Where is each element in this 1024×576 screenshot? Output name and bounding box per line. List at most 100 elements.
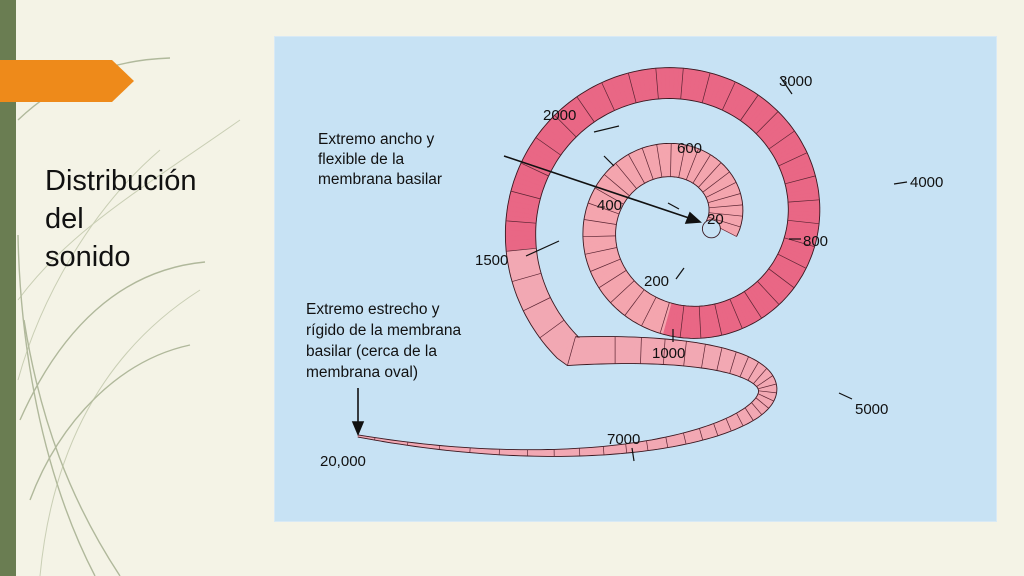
segment-tick [755, 111, 779, 134]
segment-tick [602, 446, 605, 455]
spiral-band-segment [533, 449, 542, 457]
segment-tick [707, 216, 741, 228]
segment-tick [757, 393, 774, 402]
segment-tick [778, 152, 808, 167]
pointer-line [667, 202, 680, 210]
pointer-line [675, 267, 685, 280]
wide-end-arrowhead [684, 211, 702, 224]
freq-label-3000: 3000 [779, 73, 812, 90]
spiral-band-segment [520, 449, 528, 457]
freq-label-2000: 2000 [543, 107, 576, 124]
spiral-band-segment [527, 449, 535, 457]
segment-tick [506, 247, 537, 252]
segment-tick [576, 96, 595, 123]
segment-tick [567, 336, 576, 366]
spiral-apex [701, 219, 721, 239]
segment-tick [721, 81, 736, 111]
segment-tick [505, 220, 537, 224]
freq-label-4000: 4000 [910, 174, 943, 191]
spiral-band-segment [621, 336, 629, 364]
segment-tick [744, 291, 762, 319]
segment-tick [708, 212, 743, 217]
segment-tick [646, 440, 649, 451]
segment-tick [702, 171, 730, 193]
segment-tick [627, 72, 637, 103]
spiral-band-segment [566, 448, 574, 457]
segment-tick [699, 428, 704, 441]
segment-tick [554, 114, 577, 138]
segment-tick [755, 397, 769, 409]
basilar-membrane-segments [374, 68, 820, 457]
pointer-line [593, 125, 620, 133]
cochlea-diagram-panel: Extremo ancho y flexible de la membrana … [274, 36, 997, 522]
segment-tick [520, 162, 549, 177]
segment-tick [601, 82, 615, 111]
spiral-band-segment [505, 230, 536, 237]
spiral-band-edge [358, 67, 821, 451]
segment-tick [670, 143, 672, 177]
pointer-line [780, 77, 793, 95]
segment-tick [594, 187, 624, 205]
spiral-band-segment [572, 447, 581, 457]
segment-tick [698, 306, 702, 339]
segment-tick [784, 175, 816, 185]
freq-label-800: 800 [803, 233, 828, 250]
basilar-membrane-spiral [357, 67, 821, 457]
segment-tick [512, 272, 542, 282]
freq-label-7000: 7000 [607, 431, 640, 448]
segment-tick [758, 390, 777, 394]
spiral-band-segment [600, 336, 609, 365]
title-line: sonido [45, 241, 131, 274]
spiral-band-segment [627, 336, 636, 364]
segment-tick [701, 344, 706, 369]
segment-tick [598, 270, 627, 289]
spiral-band-segment [614, 336, 623, 365]
freq-label-20000: 20,000 [320, 453, 366, 470]
segment-tick [725, 418, 732, 432]
segment-tick [768, 268, 795, 289]
spiral-band-segment [579, 447, 587, 457]
segment-tick [656, 144, 663, 178]
segment-tick [510, 190, 541, 200]
segment-tick [777, 253, 807, 269]
segment-tick [523, 297, 551, 312]
segment-tick [768, 130, 795, 150]
freq-label-1500: 1500 [475, 252, 508, 269]
segment-tick [604, 174, 630, 197]
spiral-band-segment [553, 448, 562, 457]
segment-tick [641, 147, 654, 180]
segment-tick [663, 338, 666, 365]
segment-tick [583, 219, 617, 225]
spiral-band-segment [498, 448, 507, 456]
segment-tick [685, 148, 699, 180]
freq-label-400: 400 [597, 197, 622, 214]
wide-end-annotation: Extremo ancho y flexible de la membrana … [318, 131, 442, 188]
pointer-line [603, 155, 615, 167]
spiral-band-segment [585, 447, 593, 457]
segment-tick [587, 202, 620, 215]
spiral-band-edge [357, 98, 789, 457]
segment-tick [787, 199, 820, 203]
segment-tick [678, 144, 686, 178]
segment-tick [615, 163, 637, 189]
spiral-band-segment [491, 448, 500, 456]
segment-tick [757, 281, 780, 305]
spiral-band-segment [597, 446, 605, 456]
pointer-line [631, 447, 635, 462]
title-line: del [45, 203, 84, 236]
narrow-end-arrowhead [351, 421, 365, 437]
segment-tick [582, 235, 616, 238]
segment-tick [736, 412, 744, 427]
segment-tick [624, 289, 645, 316]
segment-tick [713, 423, 719, 436]
segment-tick [641, 296, 657, 327]
spiral-band-segment [513, 449, 521, 457]
spiral-band-segment [669, 67, 675, 99]
pointer-line [893, 181, 908, 185]
segment-tick [751, 402, 763, 415]
spiral-band-segment [591, 446, 599, 456]
segment-tick [539, 319, 565, 339]
segment-tick [701, 72, 711, 103]
freq-label-1000: 1000 [652, 345, 685, 362]
segment-tick [590, 258, 621, 272]
